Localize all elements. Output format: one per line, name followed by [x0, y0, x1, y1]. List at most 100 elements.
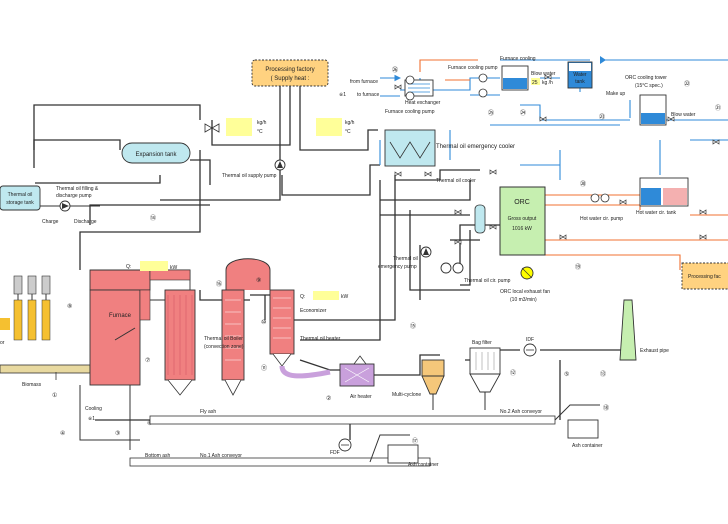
supply-pump-label: Thermal oil supply pump: [222, 173, 277, 179]
orc-cooling-tower: ORC cooling tower (15°C spec.) Make up B…: [599, 75, 721, 126]
point-4: ④: [60, 430, 65, 437]
point-20: ⑳: [580, 180, 586, 188]
orc-cooling-tower-label: ORC cooling tower: [625, 75, 667, 81]
emergency-cooler-label: Thermal oil emergency cooler: [436, 144, 515, 150]
furnace-cooling-pump-bottom: Furnace cooling pump: [385, 109, 435, 115]
blow-water-unit: kg /h: [542, 80, 553, 86]
bottom-ash-label: Bottom ash: [145, 453, 171, 459]
thermal-oil-heater-label: Thermal oil heater: [300, 336, 341, 342]
ash-container-bottom-label: Ash container: [408, 462, 439, 468]
point-12: ⑫: [510, 369, 516, 377]
point-13: ⑬: [600, 370, 606, 378]
orc-kw: 1016 kW: [512, 226, 532, 232]
blow-water-value: 25: [532, 80, 538, 86]
processing-factory-right: Processing fac: [681, 262, 728, 290]
discharge-label: Discharge: [74, 219, 97, 225]
orc-exhaust-fan: ORC local exhaust fan (10 m3/min): [500, 266, 550, 303]
point-10: ⑩: [261, 319, 266, 326]
idf-fan: IDF ⑤ ⑬: [523, 337, 606, 378]
to-furnace-label: to furnace: [357, 92, 379, 98]
ash-container-right: Ash container: [567, 419, 603, 449]
expansion-tank-label: Expansion tank: [135, 152, 177, 158]
processing-factory-box: Processing factory ( Supply heat :: [251, 59, 329, 87]
processing-factory-supply: ( Supply heat :: [271, 76, 310, 82]
hot-water-tank-label: Hot water cir. tank: [636, 210, 677, 216]
hot-water-lines: [419, 59, 728, 270]
fdf-fan: FDF: [330, 438, 352, 456]
idf-label: IDF: [526, 337, 534, 343]
orc-fan-label: ORC local exhaust fan: [500, 289, 550, 295]
hot-water-pump-label: Hot water cir. pump: [580, 216, 623, 222]
fly-ash-conveyor: Fly ash No.2 Ash conveyor ⑱: [149, 404, 609, 425]
emergency-cooler: Thermal oil emergency cooler: [384, 129, 515, 167]
emergency-pump-line2: emergency pump: [378, 264, 417, 270]
kg-h-left: kg/h: [257, 120, 267, 126]
water-tank-line1: Water: [573, 72, 586, 78]
from-furnace-label: from furnace: [350, 79, 378, 85]
cir-pump-label: Thermal oil cir. pump: [464, 278, 511, 284]
point-7: ⑦: [145, 357, 150, 364]
no2-conveyor-label: No.2 Ash conveyor: [500, 409, 542, 415]
storage-tank-line2: storage tank: [6, 200, 34, 206]
cooling-marker: ※1: [88, 416, 95, 422]
cooling-supply: Cooling ※1 ④ ③ ⑥: [60, 385, 152, 450]
economizer-q-unit: kW: [341, 294, 349, 300]
boiler-label: Thermal oil Boiler: [204, 336, 243, 342]
heat-exchanger-label: Heat exchanger: [405, 100, 441, 106]
point-3: ③: [115, 430, 120, 437]
deg-c-right: °C: [345, 129, 351, 135]
bag-filter: Bag filter ⑫: [469, 340, 516, 410]
storage-tank-line1: Thermal oil: [8, 192, 33, 198]
point-9: ⑨: [256, 277, 261, 284]
furnace-q-prefix: Q:: [126, 264, 131, 270]
point-21: ㉑: [715, 104, 721, 112]
emergency-pump: Thermal oil emergency pump: [378, 246, 432, 270]
furnace-cooling-area: from furnace ※1 to furnace ㉖ Heat exchan…: [339, 56, 556, 117]
point-11: ⑪: [261, 364, 267, 372]
furnace-second-pass: [164, 289, 196, 396]
point-5: ⑤: [564, 371, 569, 378]
expansion-tank: Expansion tank: [121, 142, 191, 164]
point-8: ⑧: [67, 303, 72, 310]
fly-ash-label: Fly ash: [200, 409, 216, 415]
point-24: ㉔: [520, 109, 526, 117]
multi-cyclone: Multi-cyclone: [392, 359, 445, 410]
boiler-sub: (convection zone): [204, 344, 244, 350]
hot-water-pump: Hot water cir. pump ⑳: [580, 180, 623, 222]
valve-top: [204, 123, 220, 133]
valves: [394, 74, 720, 245]
deg-c-left: °C: [257, 129, 263, 135]
water-tank: Water tank: [567, 56, 606, 89]
furnace-cooling-label: Furnace cooling: [500, 56, 536, 62]
or-label: or: [0, 340, 5, 346]
orc-cooling-spec: (15°C spec.): [635, 83, 663, 89]
processing-factory-right-label: Processing fac: [688, 274, 721, 280]
processing-factory-title: Processing factory: [265, 67, 314, 73]
ash-container-bottom: Ash container: [387, 444, 439, 468]
point-16: ⑯: [216, 280, 222, 288]
value-boxes: kg/h °C kg/h °C: [226, 118, 355, 136]
orc-title: ORC: [514, 199, 530, 206]
kg-h-right: kg/h: [345, 120, 355, 126]
point-19: ⑲: [575, 263, 581, 271]
point-26: ㉖: [392, 66, 398, 74]
thermal-oil-cir-pump: Thermal oil cir. pump: [440, 262, 511, 284]
thermal-oil-boiler: ⑨ Thermal oil Boiler (convection zone): [204, 258, 271, 396]
furnace-q-unit: kW: [170, 265, 178, 271]
filling-pump-line2: discharge pump: [56, 193, 92, 199]
filling-pump: Thermal oil filling & discharge pump Cha…: [40, 186, 100, 225]
blow-water-right: Blow water: [671, 112, 696, 118]
point-17: ⑰: [412, 437, 418, 445]
furnace-label: Furnace: [109, 313, 132, 319]
furnace-cooling-pump-top: Furnace cooling pump: [448, 65, 498, 71]
point-2: ②: [326, 395, 331, 402]
marker-1: ※1: [339, 92, 346, 98]
filling-pump-line1: Thermal oil filling &: [56, 186, 99, 192]
water-tank-line2: tank: [575, 79, 585, 85]
thermal-oil-cooler-label: Thermal oil cooler: [436, 178, 476, 184]
economizer-label: Economizer: [300, 308, 327, 314]
air-heater: Air heater ②: [279, 355, 375, 402]
biomass-label: Biomass: [22, 382, 42, 388]
water-lines: [379, 59, 728, 180]
